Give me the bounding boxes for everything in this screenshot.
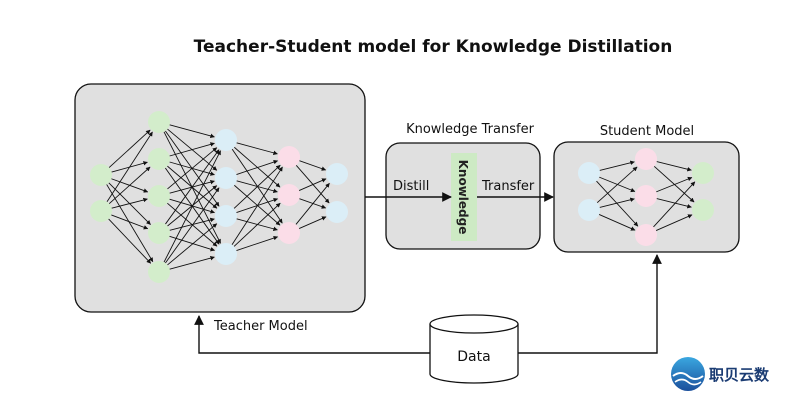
- teacher-connection: [298, 216, 327, 230]
- teacher-connection: [169, 217, 215, 231]
- teacher-connection: [169, 124, 215, 139]
- teacher-connection: [108, 166, 151, 204]
- data-to-student-arrow: [518, 254, 662, 354]
- student-connection: [655, 214, 693, 231]
- logo-text: 职贝云数: [709, 366, 770, 384]
- student-node: [692, 199, 714, 221]
- teacher-connection: [163, 150, 221, 263]
- data-label: Data: [457, 349, 490, 365]
- teacher-connection: [231, 166, 283, 246]
- teacher-connection: [295, 182, 330, 225]
- student-connection: [599, 197, 635, 208]
- teacher-node: [215, 129, 237, 151]
- teacher-model-label: Teacher Model: [213, 319, 308, 334]
- student-connection: [653, 181, 696, 228]
- student-node: [635, 224, 657, 246]
- teacher-connection: [106, 184, 154, 263]
- student-connection: [656, 161, 692, 172]
- student-connection: [599, 160, 635, 171]
- teacher-connection: [169, 235, 215, 252]
- teacher-network: [90, 111, 348, 283]
- student-connection: [656, 198, 692, 209]
- student-node: [635, 185, 657, 207]
- teacher-model-box: [74, 83, 366, 313]
- teacher-connection: [106, 131, 153, 203]
- teacher-node: [215, 167, 237, 189]
- teacher-connection: [165, 187, 220, 264]
- teacher-connection: [108, 129, 151, 168]
- knowledge-transfer-label: Knowledge Transfer: [406, 122, 535, 137]
- student-connection: [596, 166, 638, 204]
- teacher-node: [326, 163, 348, 185]
- diagram-title: Teacher-Student model for Knowledge Dist…: [194, 37, 673, 57]
- teacher-node: [278, 184, 300, 206]
- student-node: [578, 162, 600, 184]
- teacher-connection: [233, 164, 281, 209]
- teacher-node: [148, 185, 170, 207]
- student-connection: [656, 176, 693, 193]
- teacher-connection: [299, 198, 327, 209]
- teacher-connection: [299, 160, 327, 171]
- teacher-connection: [236, 235, 279, 251]
- teacher-node: [90, 200, 112, 222]
- student-node: [578, 199, 600, 221]
- teacher-node: [215, 205, 237, 227]
- teacher-node: [148, 111, 170, 133]
- student-connection: [598, 214, 636, 231]
- data-to-teacher-arrow: [194, 315, 430, 354]
- teacher-connection: [108, 218, 152, 264]
- teacher-connection: [111, 197, 148, 209]
- distill-label: Distill: [393, 179, 429, 194]
- teacher-node: [148, 261, 170, 283]
- teacher-connection: [169, 255, 215, 270]
- teacher-node: [148, 148, 170, 170]
- teacher-connection: [165, 149, 220, 225]
- transfer-label: Transfer: [481, 179, 535, 194]
- logo-icon: [671, 357, 705, 391]
- student-model-label: Student Model: [600, 124, 694, 139]
- teacher-node: [148, 222, 170, 244]
- teacher-node: [326, 201, 348, 223]
- teacher-connection: [236, 159, 279, 175]
- student-node: [692, 162, 714, 184]
- teacher-connection: [295, 164, 330, 204]
- teacher-node: [90, 164, 112, 186]
- knowledge-bar: [451, 153, 477, 241]
- knowledge-bar-label: Knowledge: [456, 160, 470, 235]
- teacher-connection: [167, 147, 218, 190]
- teacher-node: [215, 243, 237, 265]
- teacher-connection: [233, 202, 281, 247]
- teacher-connection: [298, 178, 327, 192]
- teacher-connection: [236, 142, 278, 155]
- teacher-connection: [169, 142, 215, 157]
- student-node: [635, 148, 657, 170]
- teacher-connection: [111, 214, 149, 230]
- teacher-node: [278, 222, 300, 244]
- teacher-node: [278, 146, 300, 168]
- student-connection: [596, 180, 639, 227]
- logo: 职贝云数: [671, 357, 770, 391]
- student-network: [578, 148, 714, 246]
- teacher-connection: [167, 223, 218, 266]
- data-cylinder: [429, 314, 519, 384]
